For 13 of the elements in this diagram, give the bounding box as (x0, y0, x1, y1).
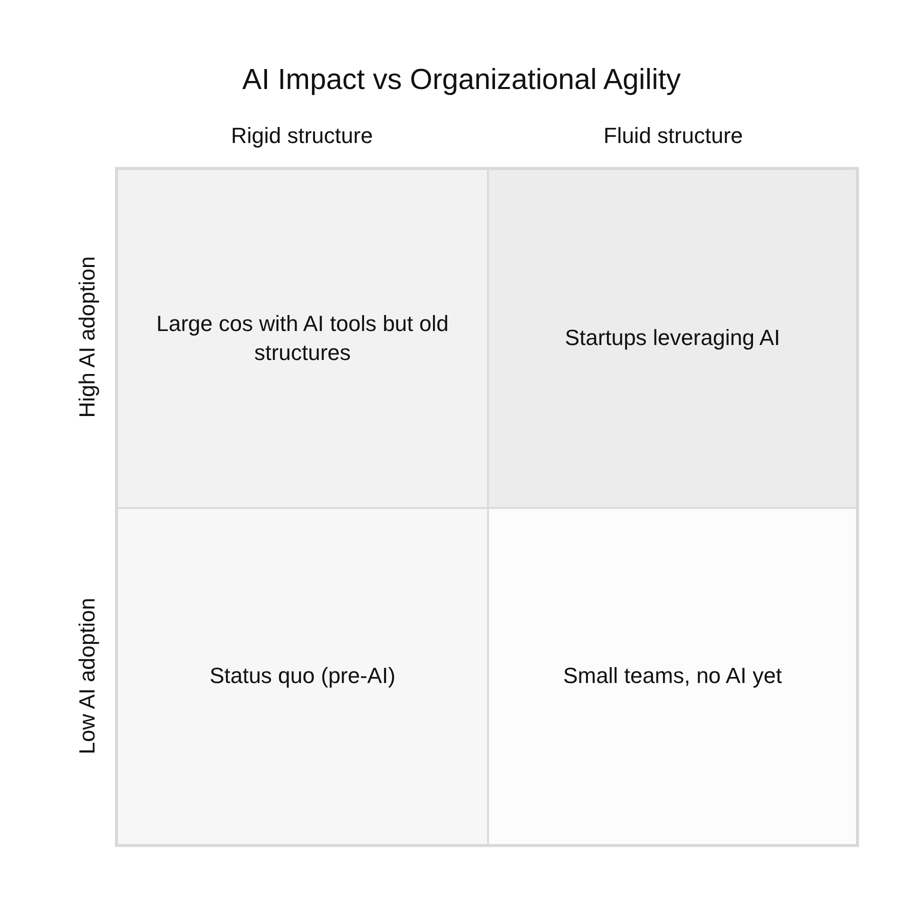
x-axis-label: Rigid structure (231, 123, 373, 149)
y-axis-label: High AI adoption (74, 256, 100, 418)
chart-title: AI Impact vs Organizational Agility (242, 64, 681, 97)
quadrant-label: Startups leveraging AI (564, 324, 780, 352)
quadrant-label: Large cos with AI tools but old structures (155, 310, 450, 366)
quadrant-label: Small teams, no AI yet (563, 662, 782, 690)
x-axis-label: Fluid structure (604, 123, 743, 149)
y-axis-label: Low AI adoption (74, 598, 100, 754)
quadrant (118, 170, 487, 507)
quadrant (487, 507, 856, 844)
quadrant (118, 507, 487, 844)
quadrant-label: Status quo (pre-AI) (210, 662, 396, 690)
quadrant (487, 170, 856, 507)
